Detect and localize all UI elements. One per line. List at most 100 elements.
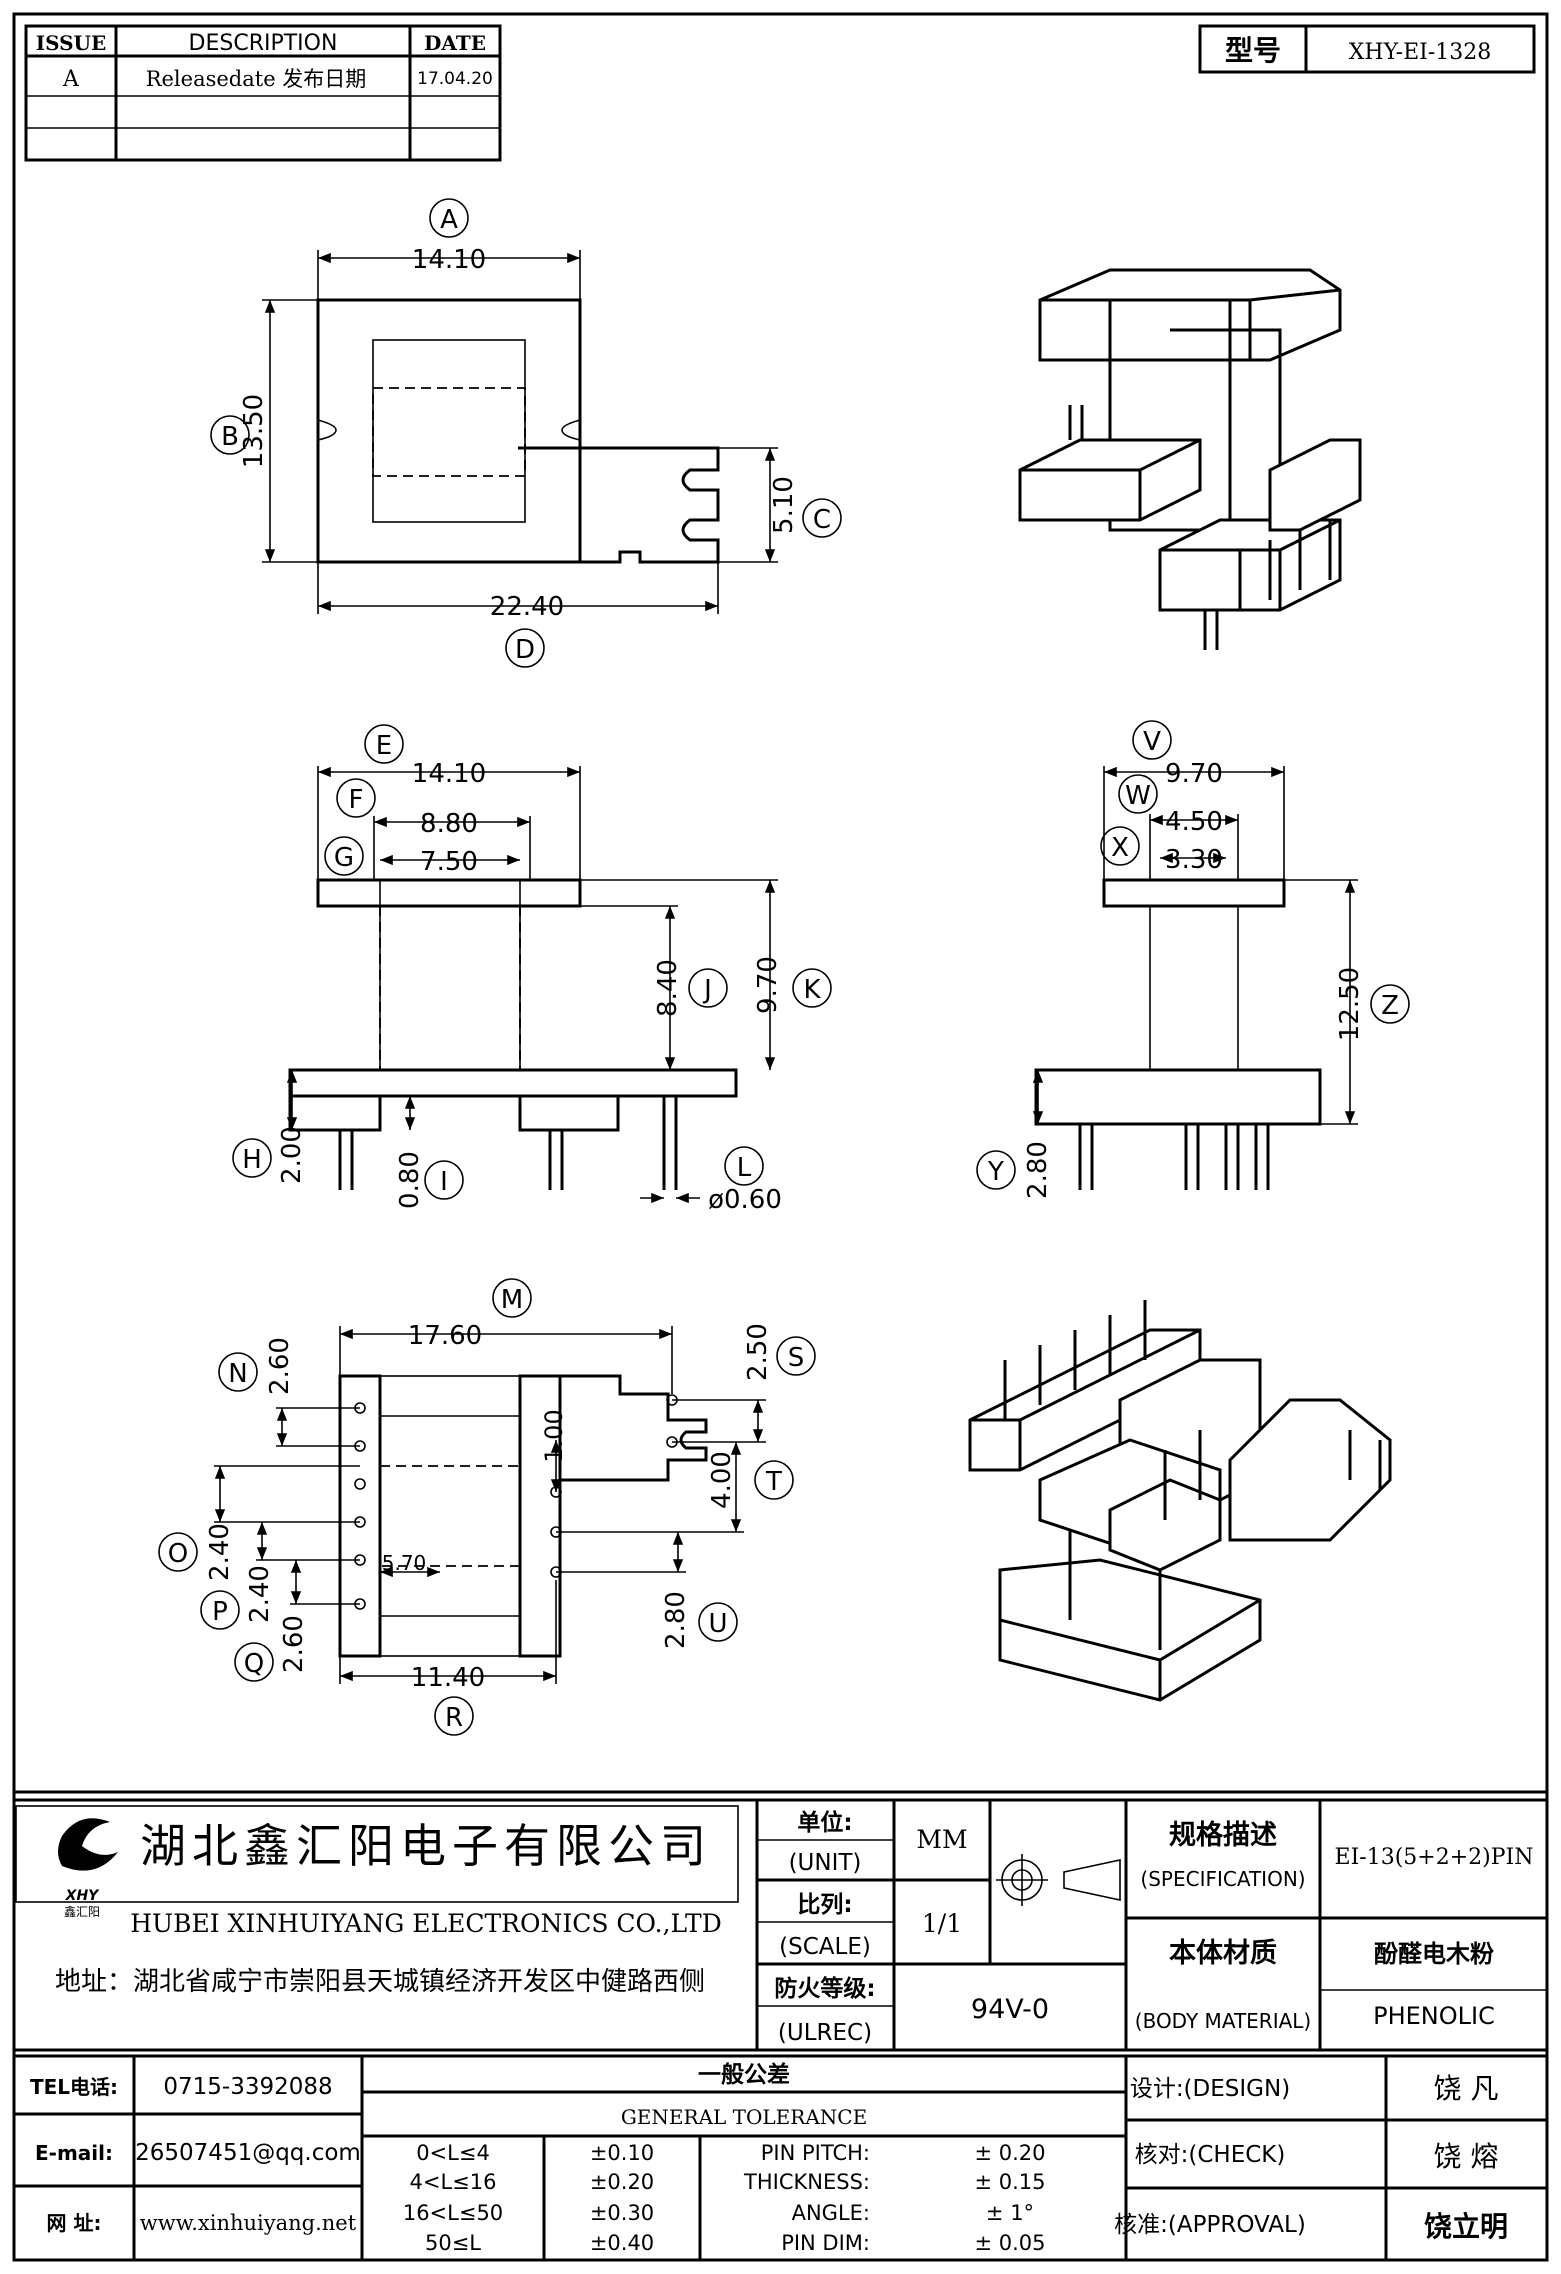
spec-value: EI-13(5+2+2)PIN bbox=[1335, 1845, 1534, 1870]
material-value-en: PHENOLIC bbox=[1373, 2002, 1495, 2030]
dim-L-value: ø0.60 bbox=[708, 1185, 782, 1215]
dim-Z-value: 12.50 bbox=[1335, 967, 1365, 1041]
logo-cn: 鑫汇阳 bbox=[64, 1904, 100, 1919]
dim-inner-b-value: 5.70 bbox=[382, 1551, 427, 1575]
dim-E-value: 14.10 bbox=[412, 759, 486, 789]
scale-value: 1/1 bbox=[922, 1909, 962, 1938]
bottom-view: 17.60 2.60 2.40 2.40 2.60 11.40 2.50 4.0… bbox=[158, 1278, 816, 1736]
callout-K: K bbox=[803, 975, 821, 1005]
check-label: 核对:(CHECK) bbox=[1135, 2142, 1286, 2168]
ulrec-value: 94V-0 bbox=[971, 1994, 1049, 2025]
dim-X-value: 3.30 bbox=[1165, 845, 1223, 875]
callout-V: V bbox=[1143, 727, 1161, 757]
tol-value-3: ±0.30 bbox=[590, 2201, 654, 2225]
callout-F: F bbox=[349, 785, 364, 815]
tol-range-3: 16<L≤50 bbox=[403, 2201, 503, 2225]
tol-other-value-1: ± 0.20 bbox=[974, 2141, 1045, 2165]
callout-T: T bbox=[765, 1467, 782, 1497]
dim-Q-value: 2.60 bbox=[279, 1615, 309, 1673]
company-address: 地址：湖北省咸宁市崇阳县天城镇经济开发区中健路西侧 bbox=[55, 1967, 705, 1997]
dim-T-value: 4.00 bbox=[707, 1451, 737, 1509]
company-name-cn: 湖北鑫汇阳电子有限公司 bbox=[140, 1819, 712, 1873]
top-view: 14.10 13.50 5.10 22.40 A B C D bbox=[210, 198, 842, 668]
callout-G: G bbox=[334, 843, 354, 873]
revision-table: ISSUE DESCRIPTION DATE A Releasedate 发布日… bbox=[24, 24, 502, 162]
material-label-en: (BODY MATERIAL) bbox=[1135, 2009, 1311, 2033]
dim-R-value: 11.40 bbox=[411, 1663, 485, 1693]
callout-M: M bbox=[501, 1285, 523, 1315]
rev-row-issue: A bbox=[62, 67, 80, 92]
callout-N: N bbox=[228, 1359, 247, 1389]
rev-row-date: 17.04.20 bbox=[417, 69, 493, 89]
tol-other-name-2: THICKNESS: bbox=[743, 2170, 870, 2194]
rev-header-issue: ISSUE bbox=[36, 31, 107, 55]
callout-D: D bbox=[515, 635, 535, 665]
material-label-cn: 本体材质 bbox=[1169, 1938, 1277, 1969]
spec-label-en: (SPECIFICATION) bbox=[1140, 1867, 1305, 1891]
scale-label-cn: 比列: bbox=[797, 1892, 852, 1918]
title-block: XHY 鑫汇阳 湖北鑫汇阳电子有限公司 HUBEI XINHUIYANG ELE… bbox=[12, 1790, 1547, 2052]
web-value: www.xinhuiyang.net bbox=[140, 2211, 357, 2235]
company-name-en: HUBEI XINHUIYANG ELECTRONICS CO.,LTD bbox=[130, 1909, 722, 1938]
dim-G-value: 7.50 bbox=[420, 847, 478, 877]
callout-J: J bbox=[702, 975, 712, 1005]
dim-N-value: 2.60 bbox=[265, 1337, 295, 1395]
design-name: 饶 凡 bbox=[1434, 2072, 1499, 2105]
design-label: 设计:(DESIGN) bbox=[1130, 2076, 1290, 2102]
check-name: 饶 熔 bbox=[1434, 2140, 1499, 2173]
ulrec-label-en: (ULREC) bbox=[778, 2020, 872, 2046]
approval-label: 核准:(APPROVAL) bbox=[1114, 2212, 1306, 2238]
approval-name: 饶立明 bbox=[1424, 2210, 1508, 2243]
callout-C: C bbox=[813, 505, 831, 535]
tol-range-4: 50≤L bbox=[425, 2231, 481, 2255]
callout-U: U bbox=[708, 1609, 727, 1639]
front-view: 14.10 8.80 7.50 8.40 9.70 2.00 0.80 ø0.6… bbox=[232, 724, 832, 1215]
tol-other-name-3: ANGLE: bbox=[792, 2201, 870, 2225]
unit-label-cn: 单位: bbox=[797, 1809, 852, 1836]
dim-S-value: 2.50 bbox=[743, 1323, 773, 1381]
material-value-cn: 酚醛电木粉 bbox=[1374, 1940, 1494, 1968]
tol-other-value-3: ± 1° bbox=[986, 2201, 1034, 2225]
sheet-border bbox=[12, 12, 1549, 2262]
tel-value: 0715-3392088 bbox=[163, 2074, 332, 2100]
tol-other-name-1: PIN PITCH: bbox=[761, 2141, 870, 2165]
bottom-strip: TEL电话: 0715-3392088 E-mail: 26507451@qq.… bbox=[14, 2054, 1547, 2260]
callout-Z: Z bbox=[1381, 991, 1399, 1021]
dim-O-value: 2.40 bbox=[205, 1523, 235, 1581]
dim-J-value: 8.40 bbox=[653, 959, 683, 1017]
dim-inner-a-value: 1.00 bbox=[540, 1409, 568, 1462]
dim-C-value: 5.10 bbox=[769, 476, 799, 534]
callout-L: L bbox=[737, 1153, 752, 1183]
dim-B-value: 13.50 bbox=[239, 394, 269, 468]
company-logo-icon bbox=[58, 1818, 118, 1871]
callout-Y: Y bbox=[987, 1157, 1004, 1187]
email-label: E-mail: bbox=[35, 2141, 113, 2165]
dim-D-value: 22.40 bbox=[490, 592, 564, 622]
callout-E: E bbox=[376, 731, 392, 761]
tol-other-value-4: ± 0.05 bbox=[974, 2231, 1045, 2255]
tolerance-title-cn: 一般公差 bbox=[698, 2061, 790, 2088]
callout-Q: Q bbox=[244, 1649, 264, 1679]
projection-symbol-icon bbox=[996, 1854, 1121, 1906]
tol-other-value-2: ± 0.15 bbox=[974, 2170, 1045, 2194]
dim-Y-value: 2.80 bbox=[1023, 1141, 1053, 1199]
callout-I: I bbox=[440, 1167, 448, 1197]
tol-range-2: 4<L≤16 bbox=[410, 2170, 497, 2194]
logo-text: XHY bbox=[65, 1888, 101, 1904]
ulrec-label-cn: 防火等级: bbox=[774, 1975, 875, 2002]
dim-A-value: 14.10 bbox=[412, 245, 486, 275]
model-value: XHY-EI-1328 bbox=[1349, 40, 1492, 65]
rev-header-description: DESCRIPTION bbox=[189, 31, 338, 56]
dim-M-value: 17.60 bbox=[408, 1321, 482, 1351]
rev-header-date: DATE bbox=[424, 31, 486, 55]
tol-value-1: ±0.10 bbox=[590, 2141, 654, 2165]
callout-B: B bbox=[221, 422, 239, 452]
callout-H: H bbox=[242, 1145, 262, 1175]
callout-S: S bbox=[788, 1343, 805, 1373]
rev-row-description: Releasedate 发布日期 bbox=[146, 67, 367, 91]
dim-V-value: 9.70 bbox=[1165, 759, 1223, 789]
model-box: 型号 XHY-EI-1328 bbox=[1198, 24, 1536, 74]
scale-label-en: (SCALE) bbox=[779, 1934, 871, 1960]
callout-O: O bbox=[168, 1539, 188, 1569]
